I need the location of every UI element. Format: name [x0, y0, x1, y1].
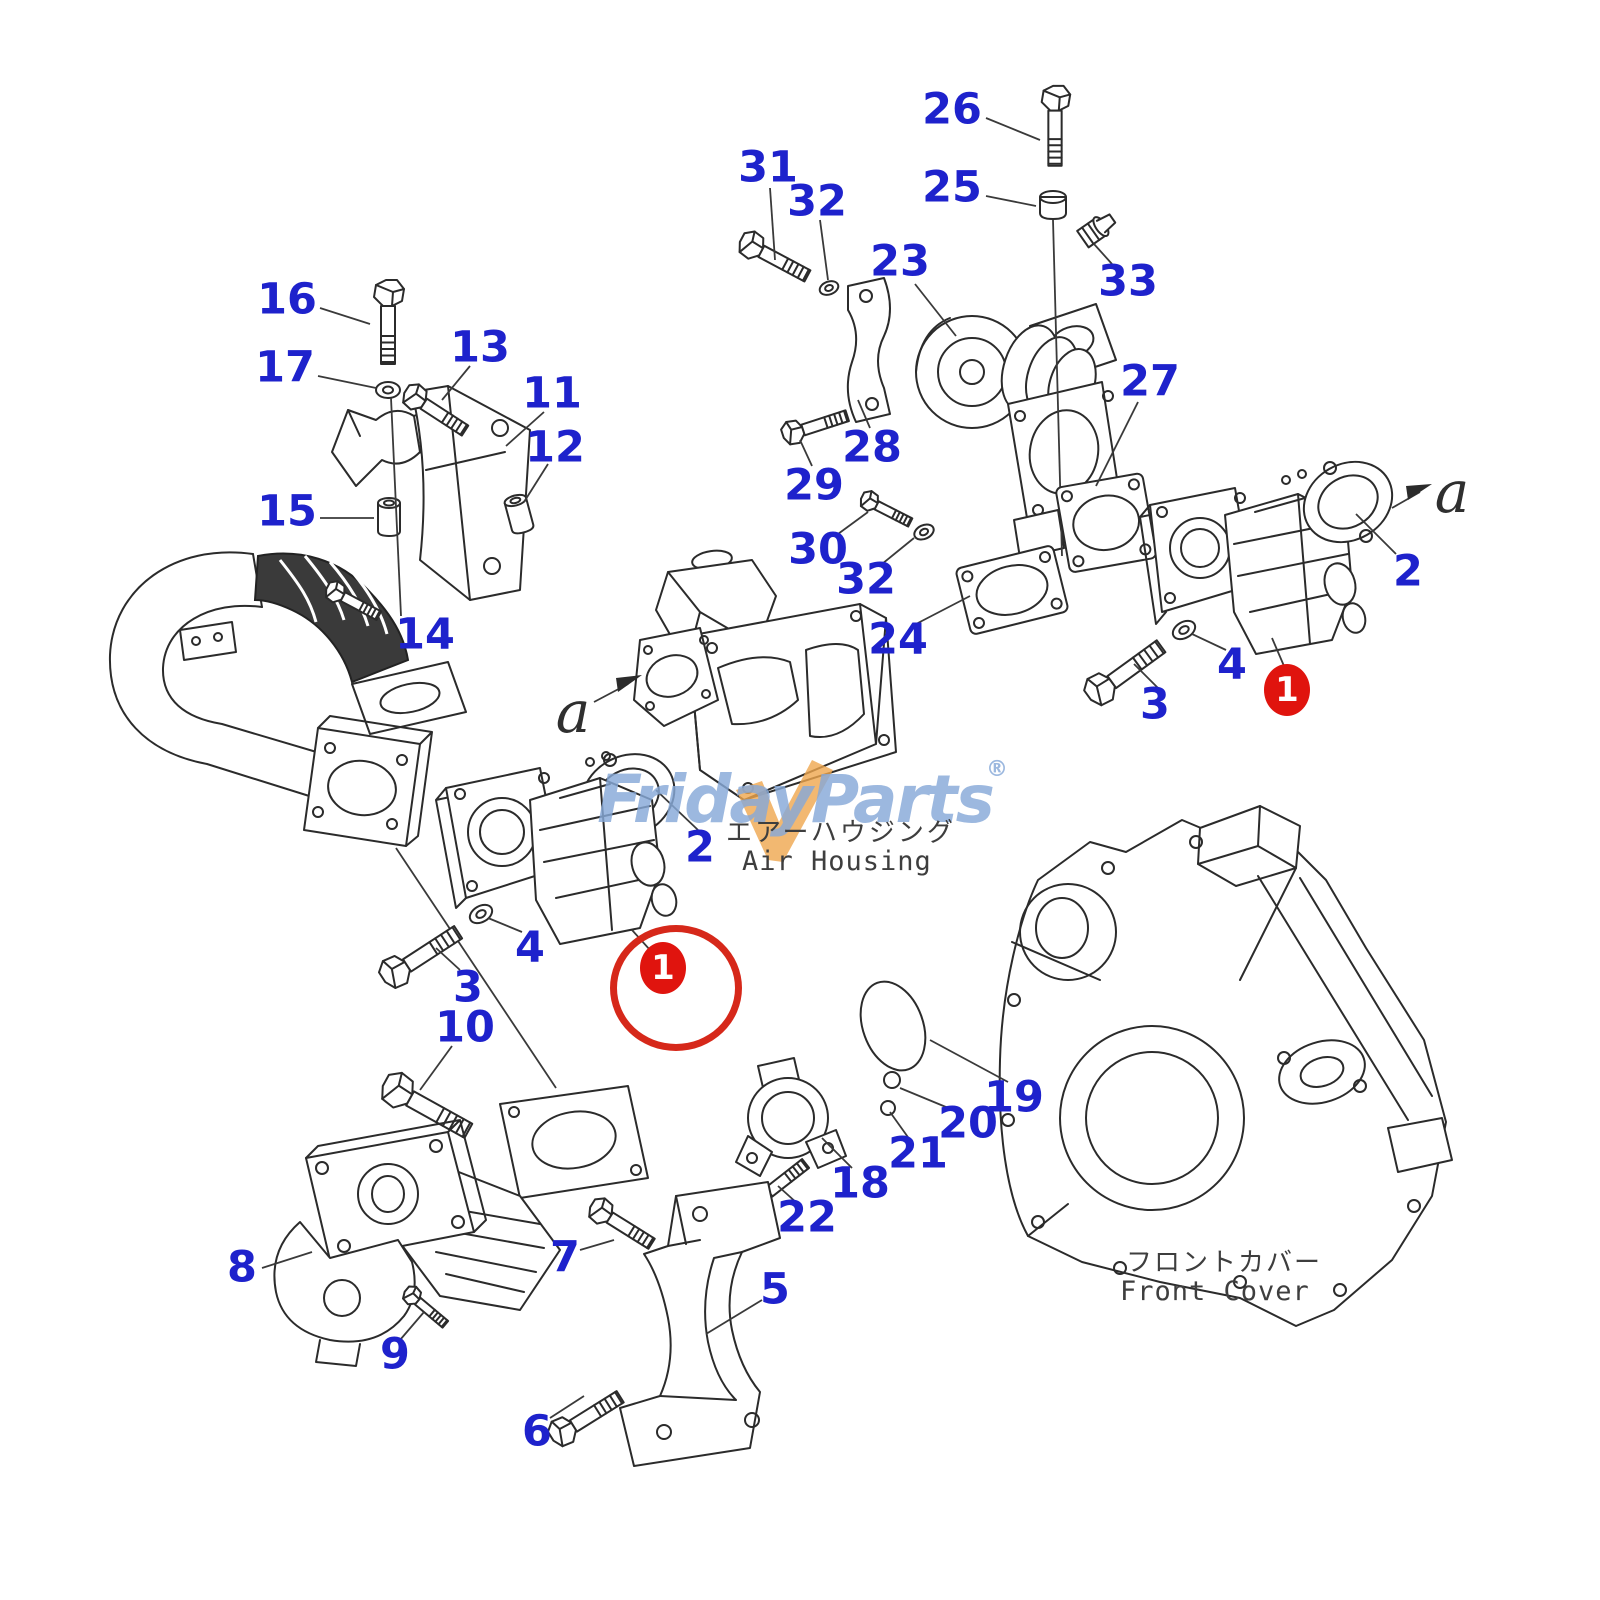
watermark-check-icon — [736, 760, 833, 862]
callout-10: 10 — [435, 1002, 495, 1053]
air-housing-drawing — [634, 548, 896, 800]
red-badge-1-1: 1 — [640, 942, 686, 994]
callout-19: 19 — [984, 1072, 1044, 1123]
injection-pump-left-drawing — [436, 752, 680, 950]
fridayparts-watermark: FridayParts ® — [597, 757, 1008, 862]
gasket-2-right-drawing — [1289, 446, 1407, 558]
callout-14: 14 — [395, 609, 455, 660]
turbocharger-drawing — [916, 304, 1120, 558]
bolt-30-drawing — [856, 487, 916, 532]
view-label-a-1: a — [555, 678, 591, 746]
emphasis-ring — [610, 925, 742, 1051]
view-label-a-2: a — [1434, 458, 1470, 526]
o-ring-21-drawing — [881, 1101, 895, 1115]
front-cover-caption-en: Front Cover — [1120, 1276, 1310, 1307]
leader-line-14 — [391, 398, 401, 616]
air-intake-tube-drawing — [110, 552, 556, 1088]
front-cover-drawing — [1000, 806, 1452, 1326]
bracket-28-drawing — [848, 278, 890, 422]
callout-8: 8 — [227, 1242, 257, 1293]
air-housing-caption-en: Air Housing — [742, 846, 932, 877]
nut-25-drawing — [1040, 191, 1066, 219]
washer-4-left-drawing — [465, 900, 497, 928]
callout-7: 7 — [550, 1232, 580, 1283]
callout-3: 3 — [453, 962, 483, 1013]
callout-12: 12 — [525, 422, 585, 473]
callout-33: 33 — [1098, 256, 1158, 307]
callout-30: 30 — [788, 524, 848, 575]
oil-pump-18-drawing — [736, 1058, 846, 1176]
callout-32: 32 — [787, 176, 847, 227]
callout-15: 15 — [257, 486, 317, 537]
callout-24: 24 — [868, 614, 928, 665]
callout-17: 17 — [255, 342, 315, 393]
gasket-19-drawing — [849, 973, 937, 1080]
red-badge-1-2: 1 — [1264, 664, 1310, 716]
callout-11: 11 — [522, 368, 582, 419]
callout-32: 32 — [836, 554, 896, 605]
callout-28: 28 — [842, 422, 902, 473]
callout-26: 26 — [922, 84, 982, 135]
washer-32-top-drawing — [816, 277, 842, 299]
callout-21: 21 — [888, 1128, 948, 1179]
callout-5: 5 — [760, 1264, 790, 1315]
view-arrow-right — [1392, 484, 1432, 508]
washer-4-right-drawing — [1168, 616, 1200, 644]
callout-3: 3 — [1140, 679, 1170, 730]
callout-4: 4 — [1217, 639, 1247, 690]
callout-16: 16 — [257, 274, 317, 325]
callout-29: 29 — [784, 460, 844, 511]
water-pump-drawing — [274, 1086, 648, 1366]
injection-pump-right-drawing — [1140, 470, 1369, 666]
front-cover-caption-jp: フロントカバー — [1126, 1248, 1323, 1278]
callout-20: 20 — [938, 1098, 998, 1149]
washer-32-mid-drawing — [911, 520, 937, 544]
callout-27: 27 — [1120, 356, 1180, 407]
air-housing-caption-jp: エアーハウジング — [726, 818, 956, 848]
bolt-29-drawing — [778, 402, 852, 448]
gasket-24-drawing — [955, 545, 1068, 635]
callout-2: 2 — [685, 822, 715, 873]
bolt-26-drawing — [1040, 84, 1072, 167]
o-ring-20-drawing — [884, 1072, 900, 1088]
callout-13: 13 — [450, 322, 510, 373]
watermark-text: FridayParts — [597, 761, 993, 838]
bracket-11-13-drawing — [332, 386, 530, 600]
callout-23: 23 — [870, 236, 930, 287]
washer-17-drawing — [375, 381, 401, 399]
callout-2: 2 — [1393, 546, 1423, 597]
watermark-registered-mark: ® — [986, 757, 1008, 782]
callout-6: 6 — [522, 1406, 552, 1457]
callout-22: 22 — [777, 1192, 837, 1243]
mounting-bracket-5-drawing — [620, 1182, 780, 1466]
callout-31: 31 — [738, 142, 798, 193]
plug-33-drawing — [1077, 210, 1119, 249]
bolt-6-drawing — [543, 1382, 629, 1452]
leader-lines — [262, 118, 1396, 1418]
callout-4: 4 — [515, 922, 545, 973]
bolt-16-drawing — [373, 279, 405, 365]
callout-18: 18 — [830, 1158, 890, 1209]
view-arrow-center — [594, 675, 642, 702]
callout-25: 25 — [922, 162, 982, 213]
callout-9: 9 — [380, 1329, 410, 1380]
